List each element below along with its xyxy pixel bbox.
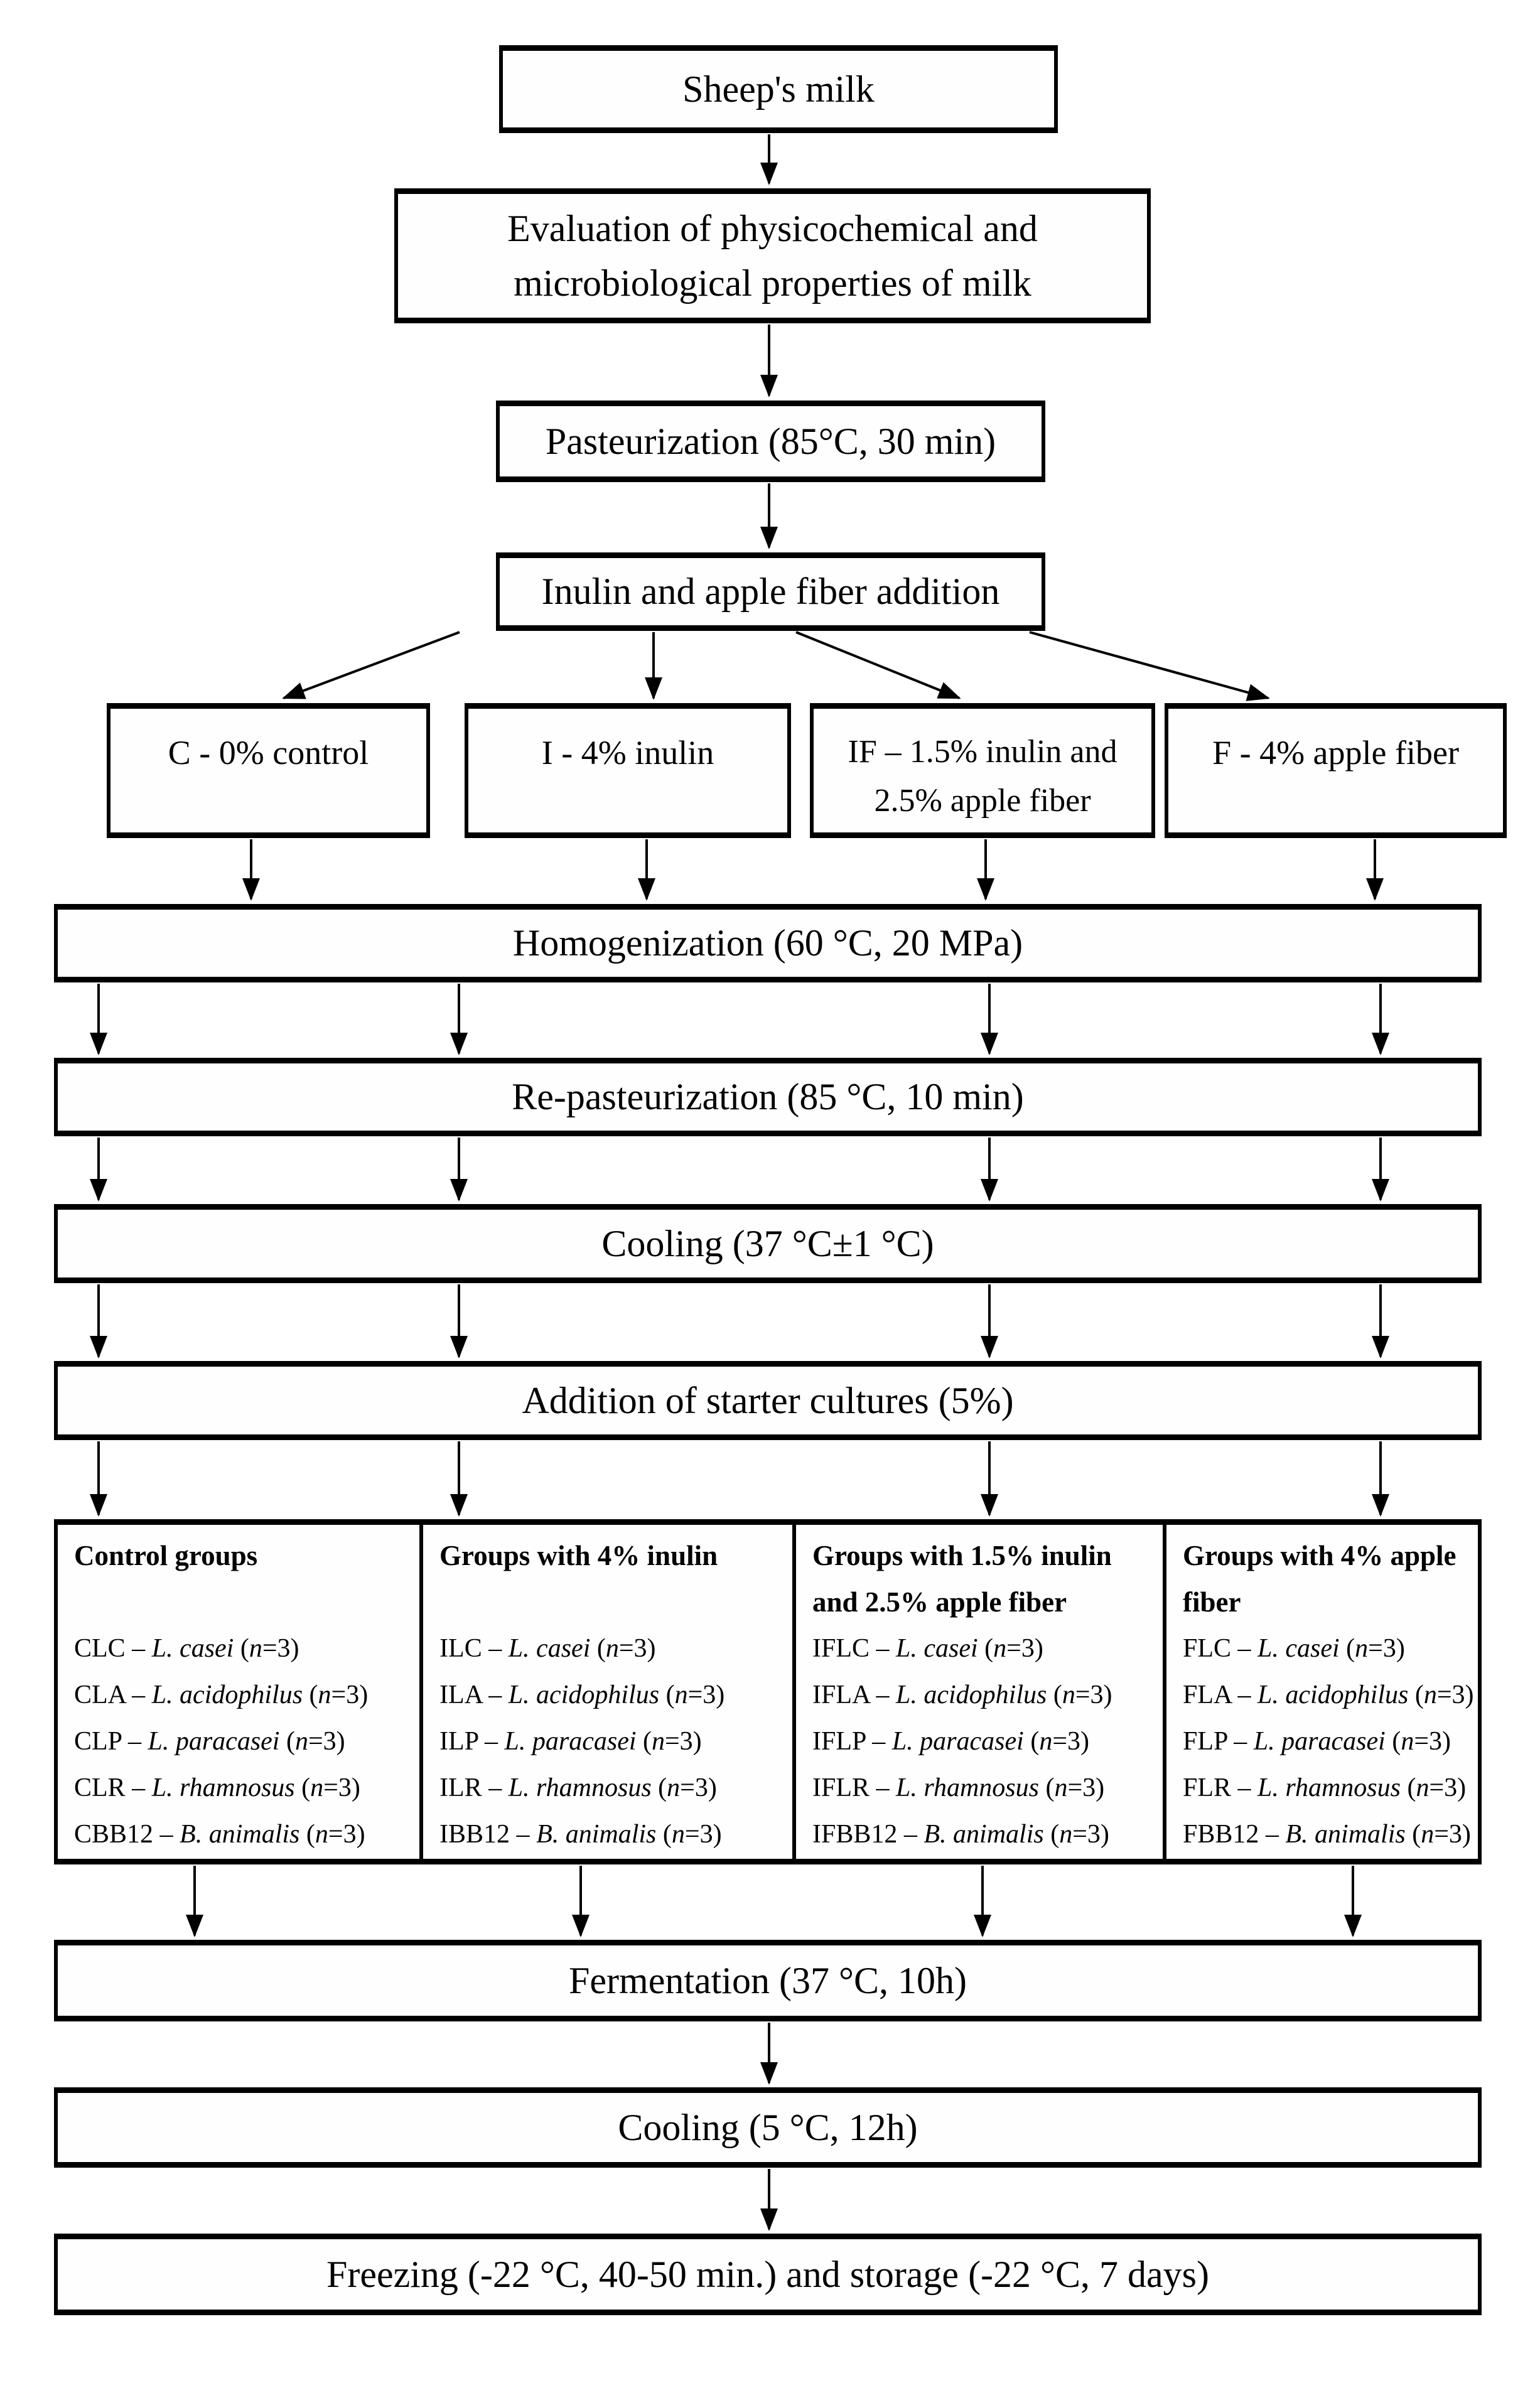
node-homogenization: Homogenization (60 °C, 20 MPa) [54,904,1482,982]
group-column-title: Groups with 4% inulin [439,1540,718,1571]
node-label: Addition of starter cultures (5%) [522,1379,1014,1421]
node-cooling-37: Cooling (37 °C±1 °C) [54,1204,1482,1283]
node-label: Freezing (-22 °C, 40-50 min.) and storag… [326,2253,1209,2295]
node-label: F - 4% apple fiber [1212,734,1459,772]
node-label: Fermentation (37 °C, 10h) [569,1959,967,2001]
group-list: IFLC – L. casei (n=3) IFLA – L. acidophil… [812,1625,1151,1858]
node-freezing-storage: Freezing (-22 °C, 40-50 min.) and storag… [54,2234,1482,2315]
group-column-title: Control groups [74,1540,258,1571]
group-item: FLP – L. paracasei (n=3) [1182,1727,1451,1756]
group-list: FLC – L. casei (n=3) FLA – L. acidophilus… [1182,1625,1474,1858]
flow-arrow [1029,631,1270,701]
group-list: ILC – L. casei (n=3) ILA – L. acidophilus… [439,1625,781,1858]
group-column-inulin: Groups with 4% inulin ILC – L. casei (n=… [419,1525,792,1859]
node-inulin-apple-fiber-addition: Inulin and apple fiber addition [496,552,1045,631]
group-item: IFLC – L. casei (n=3) [812,1634,1043,1663]
flow-arrow [282,631,460,699]
group-column-apple-fiber: Groups with 4% apple fiber FLC – L. case… [1162,1525,1478,1859]
group-item: FLR – L. rhamnosus (n=3) [1182,1773,1467,1802]
node-label: Homogenization (60 °C, 20 MPa) [512,922,1023,964]
group-item: IFLA – L. acidophilus (n=3) [812,1681,1112,1709]
node-branch-inulin-fiber: IF – 1.5% inulin and 2.5% apple fiber [810,703,1155,838]
node-label: Cooling (5 °C, 12h) [618,2106,918,2148]
groups-table: Control groups CLC – L. casei (n=3) CLA –… [54,1519,1482,1864]
node-label: I - 4% inulin [541,734,714,772]
group-item: ILC – L. casei (n=3) [439,1634,656,1663]
node-label: Re-pasteurization (85 °C, 10 min) [512,1076,1024,1117]
group-item: CBB12 – B. animalis (n=3) [74,1820,365,1849]
node-branch-inulin: I - 4% inulin [465,703,791,838]
node-label: C - 0% control [168,734,369,772]
node-branch-apple-fiber: F - 4% apple fiber [1165,703,1507,838]
group-item: CLA – L. acidophilus (n=3) [74,1681,369,1709]
node-pasteurization: Pasteurization (85°C, 30 min) [496,401,1045,482]
group-item: IFBB12 – B. animalis (n=3) [812,1820,1109,1849]
group-list: CLC – L. casei (n=3) CLA – L. acidophilus… [74,1625,408,1858]
group-item: IBB12 – B. animalis (n=3) [439,1820,722,1849]
group-item: ILA – L. acidophilus (n=3) [439,1681,725,1709]
group-column-inulin-fiber: Groups with 1.5% inulin and 2.5% apple f… [792,1525,1163,1859]
group-item: IFLP – L. paracasei (n=3) [812,1727,1089,1756]
group-item: FLC – L. casei (n=3) [1182,1634,1405,1663]
node-evaluation: Evaluation of physicochemical and microb… [394,188,1151,323]
group-column-title: Groups with 4% apple fiber [1182,1540,1457,1618]
group-item: FLA – L. acidophilus (n=3) [1182,1681,1474,1709]
node-label: Inulin and apple fiber addition [541,571,1000,612]
node-label: Sheep's milk [682,68,875,110]
node-label: Evaluation of physicochemical and microb… [507,207,1038,304]
group-item: FBB12 – B. animalis (n=3) [1182,1820,1471,1849]
node-starter-cultures: Addition of starter cultures (5%) [54,1361,1482,1440]
group-column-control: Control groups CLC – L. casei (n=3) CLA –… [58,1525,419,1859]
node-label: Pasteurization (85°C, 30 min) [545,420,996,462]
node-label: IF – 1.5% inulin and 2.5% apple fiber [848,734,1117,819]
node-re-pasteurization: Re-pasteurization (85 °C, 10 min) [54,1058,1482,1136]
group-item: IFLR – L. rhamnosus (n=3) [812,1773,1105,1802]
group-item: CLC – L. casei (n=3) [74,1634,299,1663]
group-item: CLP – L. paracasei (n=3) [74,1727,345,1756]
group-item: ILP – L. paracasei (n=3) [439,1727,702,1756]
node-cooling-5: Cooling (5 °C, 12h) [54,2087,1482,2168]
group-column-title: Groups with 1.5% inulin and 2.5% apple f… [812,1540,1112,1618]
group-item: ILR – L. rhamnosus (n=3) [439,1773,717,1802]
node-fermentation: Fermentation (37 °C, 10h) [54,1940,1482,2021]
node-sheeps-milk: Sheep's milk [499,45,1058,133]
node-label: Cooling (37 °C±1 °C) [601,1222,934,1264]
node-branch-control: C - 0% control [107,703,430,838]
group-item: CLR – L. rhamnosus (n=3) [74,1773,360,1802]
flow-arrow [795,631,961,699]
